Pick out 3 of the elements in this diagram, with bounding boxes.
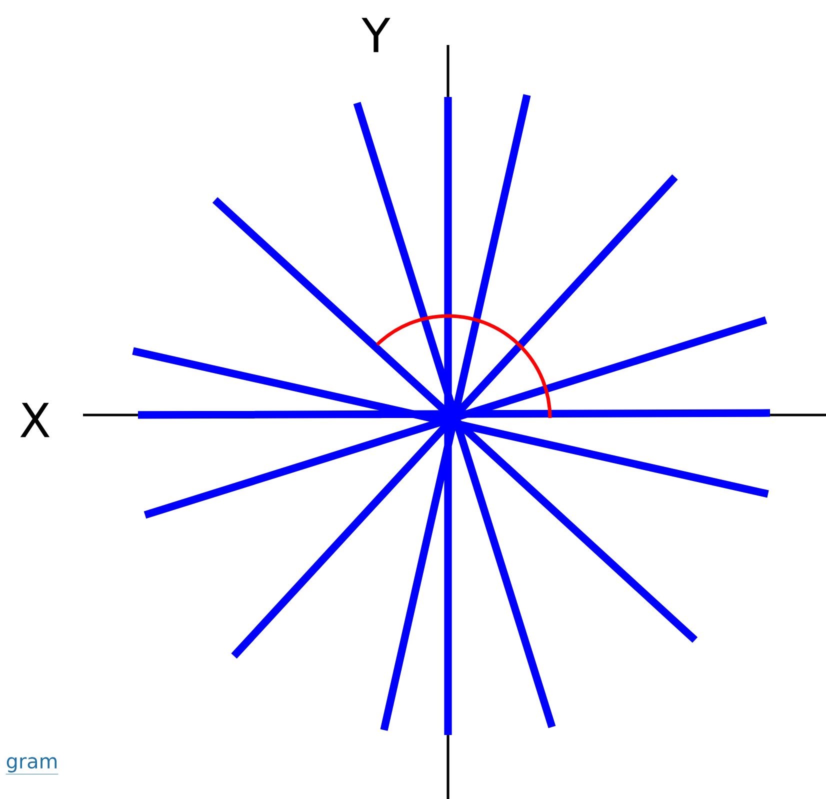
- link-text: gram: [6, 757, 58, 774]
- axis-label: Y: [362, 18, 390, 52]
- axis-label: X: [20, 402, 50, 438]
